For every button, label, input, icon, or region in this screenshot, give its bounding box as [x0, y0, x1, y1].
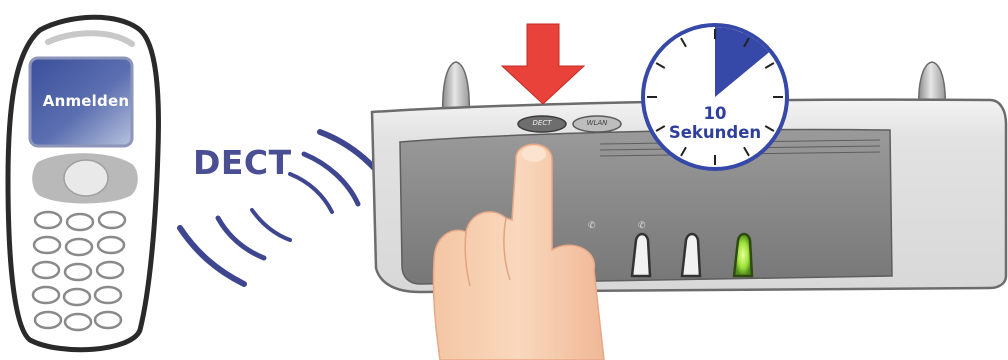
press-arrow-icon [502, 24, 584, 104]
dect-button-label: DECT [522, 119, 562, 127]
phone-screen-text: Anmelden [40, 92, 132, 110]
svg-text:✆: ✆ [588, 221, 596, 231]
phone-handset [8, 17, 158, 349]
fingernail [522, 146, 546, 162]
timer-label: 10 Sekunden [655, 104, 775, 142]
timer-dial [643, 25, 787, 169]
svg-text:✆: ✆ [638, 221, 646, 231]
wlan-button-label: WLAN [577, 119, 617, 127]
dect-label: DECT [193, 143, 292, 182]
